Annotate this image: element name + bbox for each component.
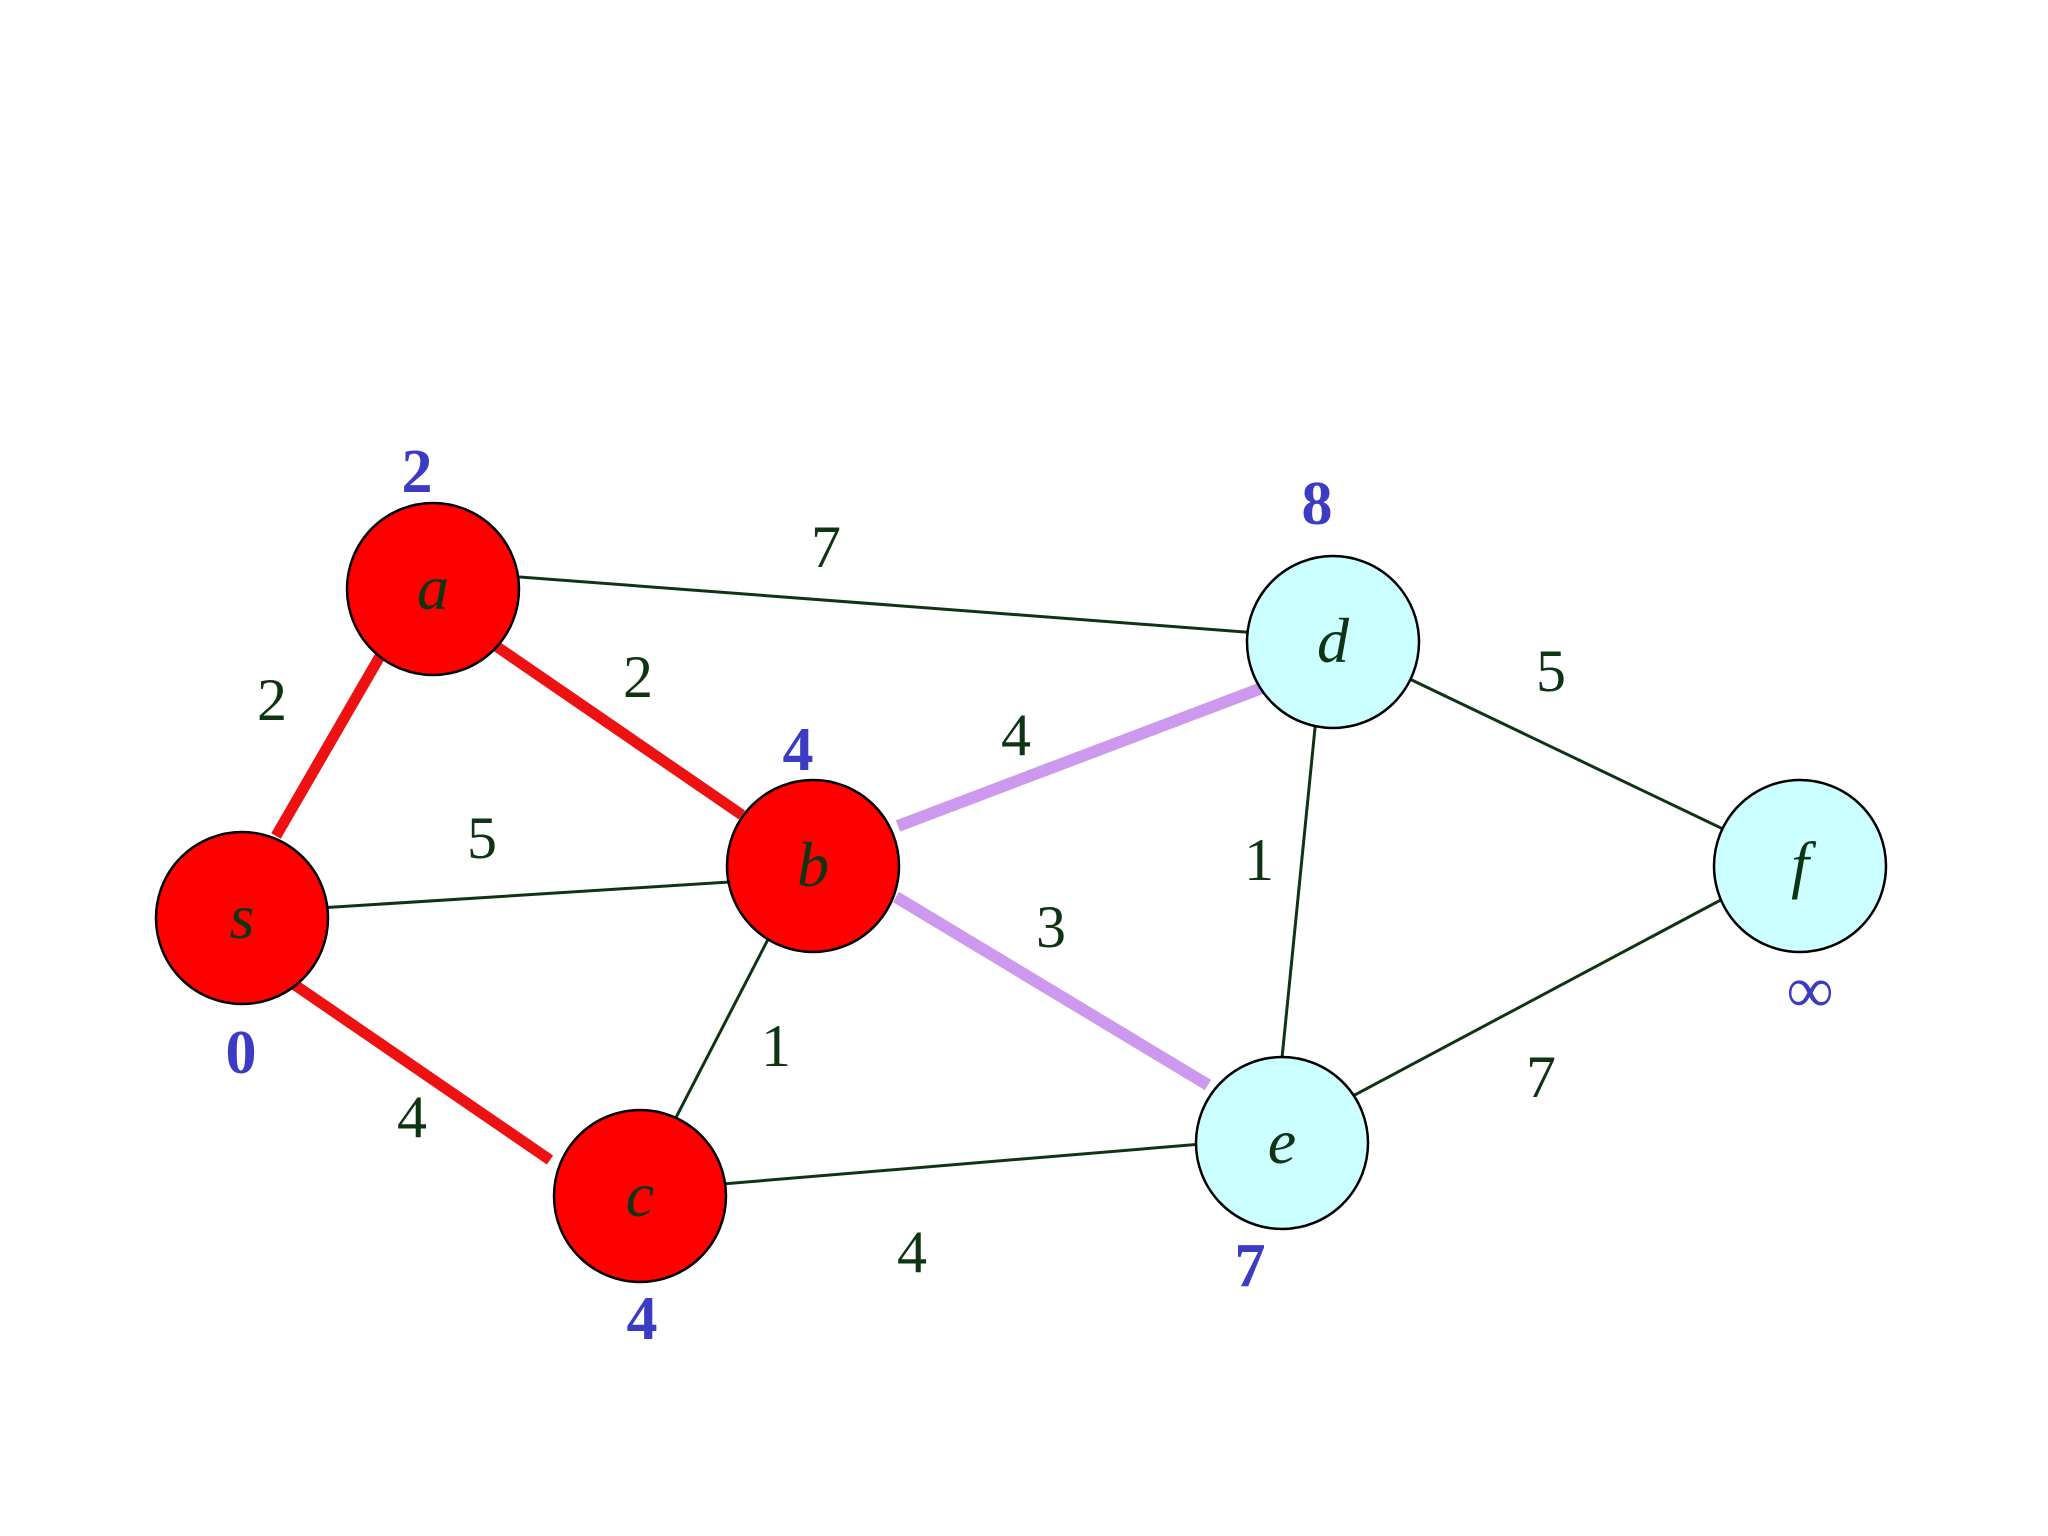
dist-s: 0 bbox=[226, 1019, 257, 1087]
node-b-label: b bbox=[797, 829, 829, 900]
weight-d-e: 1 bbox=[1244, 827, 1274, 893]
edge-weights: 2 2 7 5 4 3 1 4 4 1 5 7 bbox=[257, 514, 1566, 1285]
weight-a-b: 2 bbox=[623, 644, 653, 710]
distance-labels: 2 0 4 4 8 7 ∞ bbox=[226, 438, 1834, 1353]
edge-a-d bbox=[427, 568, 1325, 640]
weight-b-d: 4 bbox=[1001, 702, 1031, 768]
nodes: s a b c d e f bbox=[154, 501, 1888, 1284]
weight-b-c: 1 bbox=[761, 1013, 791, 1079]
node-s-label: s bbox=[230, 881, 255, 952]
edge-a-b bbox=[489, 639, 746, 820]
edge-s-b bbox=[239, 875, 809, 915]
weight-s-c: 4 bbox=[397, 1084, 427, 1150]
node-s: s bbox=[154, 830, 330, 1006]
dist-b: 4 bbox=[783, 716, 814, 784]
dist-c: 4 bbox=[627, 1285, 658, 1353]
node-f: f bbox=[1712, 778, 1888, 954]
edge-b-d bbox=[895, 682, 1265, 832]
weight-c-e: 4 bbox=[897, 1219, 927, 1285]
dist-f: ∞ bbox=[1786, 954, 1833, 1027]
weight-s-b: 5 bbox=[467, 805, 497, 871]
edge-e-f bbox=[1273, 860, 1793, 1140]
weight-b-e: 3 bbox=[1036, 894, 1066, 960]
node-e: e bbox=[1194, 1055, 1370, 1231]
dist-e: 7 bbox=[1235, 1232, 1266, 1300]
node-a-label: a bbox=[417, 552, 449, 623]
node-d-label: d bbox=[1317, 605, 1350, 676]
weight-a-d: 7 bbox=[811, 514, 841, 580]
node-c: c bbox=[552, 1108, 728, 1284]
node-c-label: c bbox=[626, 1159, 654, 1230]
edge-s-a bbox=[271, 648, 388, 839]
edge-b-e bbox=[892, 891, 1212, 1091]
weight-d-f: 5 bbox=[1536, 638, 1566, 704]
node-d: d bbox=[1245, 554, 1421, 730]
weight-s-a: 2 bbox=[257, 667, 287, 733]
node-b: b bbox=[725, 778, 901, 954]
dist-a: 2 bbox=[402, 438, 433, 506]
dist-d: 8 bbox=[1302, 470, 1333, 538]
weight-e-f: 7 bbox=[1526, 1044, 1556, 1110]
node-e-label: e bbox=[1268, 1106, 1296, 1177]
edge-s-c bbox=[288, 978, 554, 1165]
node-a: a bbox=[345, 501, 521, 677]
edge-c-e bbox=[637, 1136, 1275, 1193]
